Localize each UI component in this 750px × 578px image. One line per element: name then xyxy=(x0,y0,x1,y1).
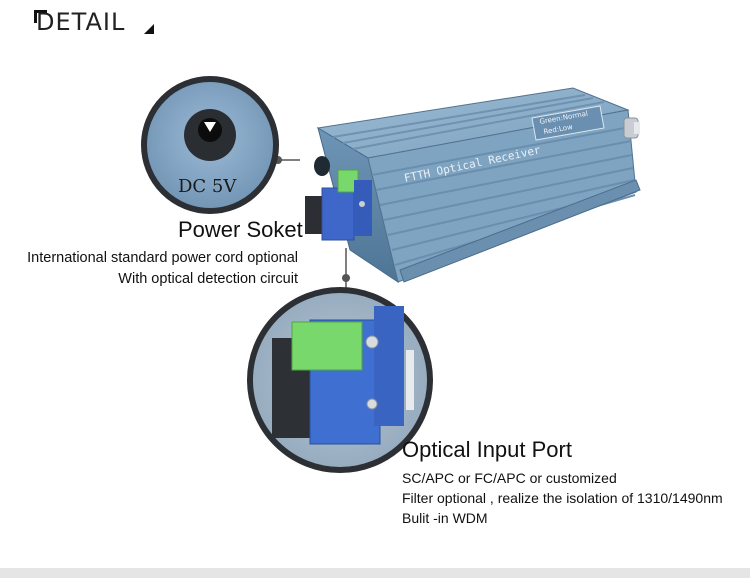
device-ribs xyxy=(332,94,605,150)
power-zoom-label: DC 5V xyxy=(178,176,237,197)
footer-bar xyxy=(0,568,750,578)
power-desc-line: With optical detection circuit xyxy=(118,271,298,287)
power-desc-line: International standard power cord option… xyxy=(27,250,298,266)
power-socket-title: Power Soket xyxy=(178,217,303,242)
device-optical-connector-icon xyxy=(305,169,372,241)
optical-desc-line: SC/APC or FC/APC or customized xyxy=(402,470,617,486)
corner-bracket-icon xyxy=(34,10,47,23)
optical-port-description: SC/APC or FC/APC or customized Filter op… xyxy=(402,468,723,528)
leader-dot-optical xyxy=(342,274,350,282)
power-socket-description: International standard power cord option… xyxy=(27,248,298,290)
corner-triangle-icon xyxy=(144,24,154,34)
power-jack-icon xyxy=(314,156,330,176)
coax-connector-icon xyxy=(623,117,640,139)
power-zoom-circle: DC 5V xyxy=(141,76,279,214)
optical-zoom-circle xyxy=(247,287,433,473)
page-title: DETAIL xyxy=(36,8,126,36)
mounting-flange xyxy=(399,179,641,283)
optical-desc-line: Filter optional , realize the isolation … xyxy=(402,490,723,506)
led-legend: Green:Normal Red:Low xyxy=(531,105,605,141)
optical-port-title: Optical Input Port xyxy=(402,437,572,462)
optical-desc-line: Bulit -in WDM xyxy=(402,510,488,526)
